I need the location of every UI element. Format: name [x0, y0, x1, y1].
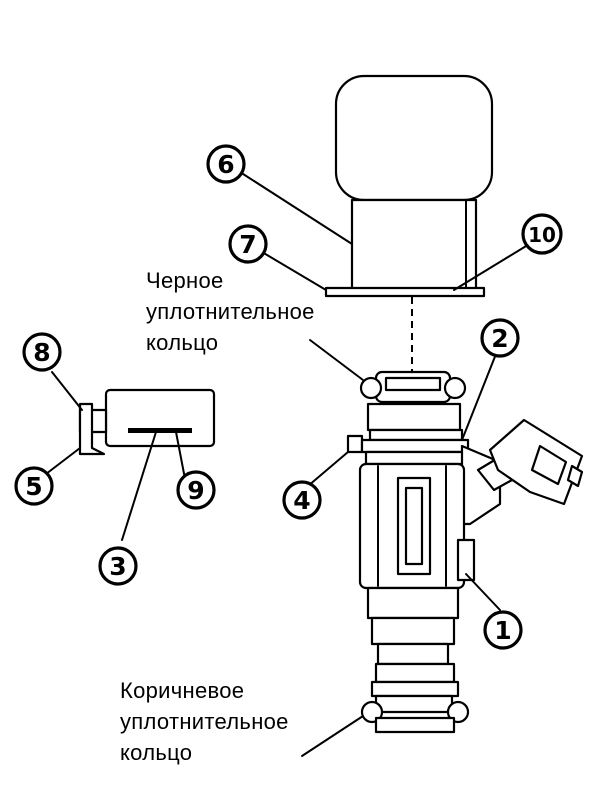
- black-seal-label-line-1: Черное: [146, 268, 224, 293]
- black-seal-label-line-2: уплотнительное: [146, 299, 315, 324]
- retainer-clip: [78, 388, 216, 456]
- callout-7-number: 7: [239, 230, 256, 259]
- black-o-ring-right: [443, 376, 467, 400]
- callout-7: 7: [228, 224, 268, 264]
- black-o-ring-left: [359, 376, 383, 400]
- black-seal-label: Черное уплотнительное кольцо: [146, 268, 315, 355]
- brown-seal-label-line-3: кольцо: [120, 740, 192, 765]
- injector-lower-body: [366, 586, 460, 620]
- clip-tab: [78, 402, 106, 456]
- tool-head: [334, 74, 494, 202]
- callout-10: 10: [521, 213, 563, 255]
- callout-1: 1: [483, 610, 523, 650]
- tool-assembly: [324, 74, 494, 372]
- brown-seal-label-line-2: уплотнительное: [120, 709, 289, 734]
- callout-6-number: 6: [217, 150, 234, 179]
- injector-upper-body: [366, 402, 462, 432]
- callout-5: 5: [14, 466, 54, 506]
- callout-5-number: 5: [25, 472, 42, 501]
- retainer-tab: [346, 434, 364, 454]
- injector-nozzle: [374, 662, 456, 684]
- brown-seal-label: Коричневое уплотнительное кольцо: [120, 678, 289, 765]
- clip-slot: [128, 428, 192, 433]
- callout-6: 6: [206, 144, 246, 184]
- callout-9: 9: [176, 470, 216, 510]
- leader-lines: [45, 171, 537, 757]
- callout-1-number: 1: [494, 616, 511, 645]
- callout-8-number: 8: [33, 338, 50, 367]
- callout-4-number: 4: [293, 486, 310, 515]
- spacer-plate: [324, 286, 486, 298]
- black-seal-label-line-3: кольцо: [146, 330, 218, 355]
- callout-2: 2: [480, 318, 520, 358]
- callout-9-number: 9: [187, 476, 204, 505]
- callout-4: 4: [282, 480, 322, 520]
- injector: [346, 370, 584, 734]
- callout-3: 3: [98, 546, 138, 586]
- callout-8: 8: [22, 332, 62, 372]
- callout-10-number: 10: [528, 223, 556, 247]
- tool-shaft: [350, 198, 478, 292]
- clip-body: [104, 388, 216, 448]
- callout-2-number: 2: [491, 324, 508, 353]
- brown-seal-label-line-1: Коричневое: [120, 678, 244, 703]
- callout-3-number: 3: [109, 552, 126, 581]
